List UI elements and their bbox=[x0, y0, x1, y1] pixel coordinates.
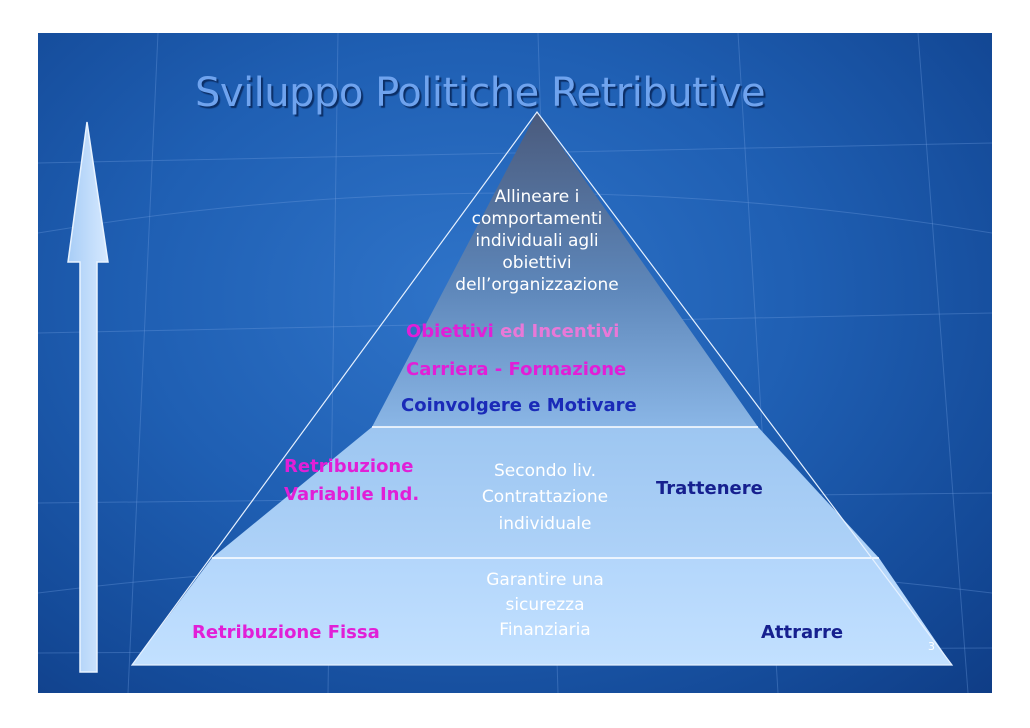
retain-label: Trattenere bbox=[656, 478, 763, 499]
objectives-incentives-line: Obiettivi ed Incentivi bbox=[406, 321, 619, 342]
slide-title: Sviluppo Politiche Retributive bbox=[195, 70, 766, 116]
top-description-line-5: dell’organizzazione bbox=[455, 275, 619, 295]
pyramid-top-layer bbox=[372, 112, 758, 427]
objectives-label: Obiettivi bbox=[406, 321, 494, 342]
engage-motivate-label: Coinvolgere e Motivare bbox=[401, 395, 637, 416]
top-description-line-2: comportamenti bbox=[471, 209, 603, 229]
top-description-line-3: individuali agli bbox=[475, 231, 599, 251]
second-level-line-1: Secondo liv. bbox=[494, 461, 596, 481]
second-level-line-2: Contrattazione bbox=[481, 487, 609, 507]
variable-pay-line-1: Retribuzione bbox=[284, 456, 414, 477]
variable-pay-line-2: Variabile Ind. bbox=[284, 484, 420, 505]
top-description-line-1: Allineare i bbox=[494, 187, 580, 207]
guarantee-line-1: Garantire una bbox=[486, 570, 604, 590]
page-number: 3 bbox=[928, 640, 935, 653]
top-description-line-4: obiettivi bbox=[502, 253, 572, 273]
fixed-pay-label: Retribuzione Fissa bbox=[192, 622, 380, 643]
pyramid-bottom-layer bbox=[132, 558, 952, 665]
attract-label: Attrarre bbox=[761, 622, 844, 643]
pyramid bbox=[130, 110, 954, 666]
pyramid-middle-layer bbox=[212, 427, 879, 558]
guarantee-line-2: sicurezza bbox=[505, 595, 585, 615]
second-level-line-3: individuale bbox=[498, 514, 592, 534]
guarantee-line-3: Finanziaria bbox=[499, 620, 591, 640]
career-training-label: Carriera - Formazione bbox=[406, 359, 627, 380]
upward-arrow-icon bbox=[67, 121, 109, 673]
incentives-label: ed Incentivi bbox=[500, 321, 620, 342]
